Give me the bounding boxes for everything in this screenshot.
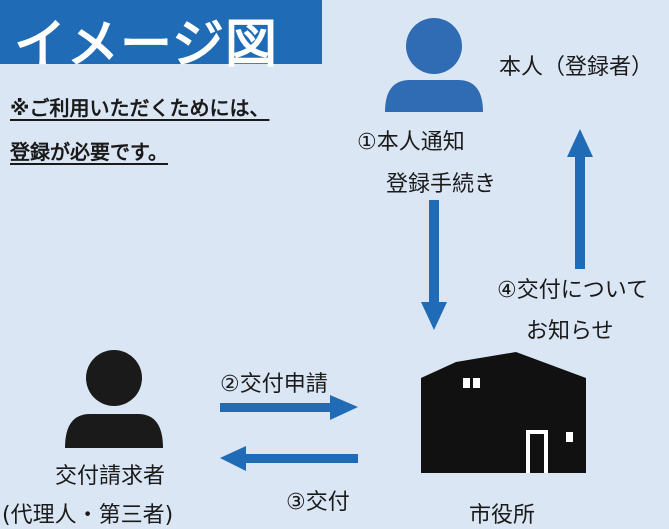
requester-label-line1: 交付請求者: [55, 464, 166, 489]
step4-label-line2: お知らせ: [526, 319, 614, 344]
requester-label-line2: (代理人・第三者): [2, 503, 174, 528]
step1-label-line2: 登録手続き: [386, 172, 497, 197]
step4-arrow-up: [567, 129, 593, 269]
step1-label-line1: ①本人通知: [357, 130, 465, 155]
step2-label: ②交付申請: [220, 372, 328, 397]
title-banner: イメージ図: [0, 0, 322, 75]
step2-arrow-right: [220, 395, 358, 420]
step4-label-line1: ④交付について: [497, 278, 649, 303]
registrant-label: 本人（登録者）: [499, 55, 654, 80]
requester-person-icon: [65, 350, 163, 448]
registration-note-line2: 登録が必要です。: [10, 140, 168, 164]
city-office-building-icon: [421, 352, 586, 473]
page-title: イメージ図: [14, 15, 278, 75]
step3-label: ③交付: [286, 490, 350, 515]
registrant-person-icon: [385, 18, 483, 112]
city-office-label: 市役所: [469, 503, 536, 528]
registration-note-line1: ※ご利用いただくためには、: [10, 96, 270, 120]
step3-arrow-left: [220, 446, 358, 471]
step1-arrow-down: [421, 200, 447, 330]
